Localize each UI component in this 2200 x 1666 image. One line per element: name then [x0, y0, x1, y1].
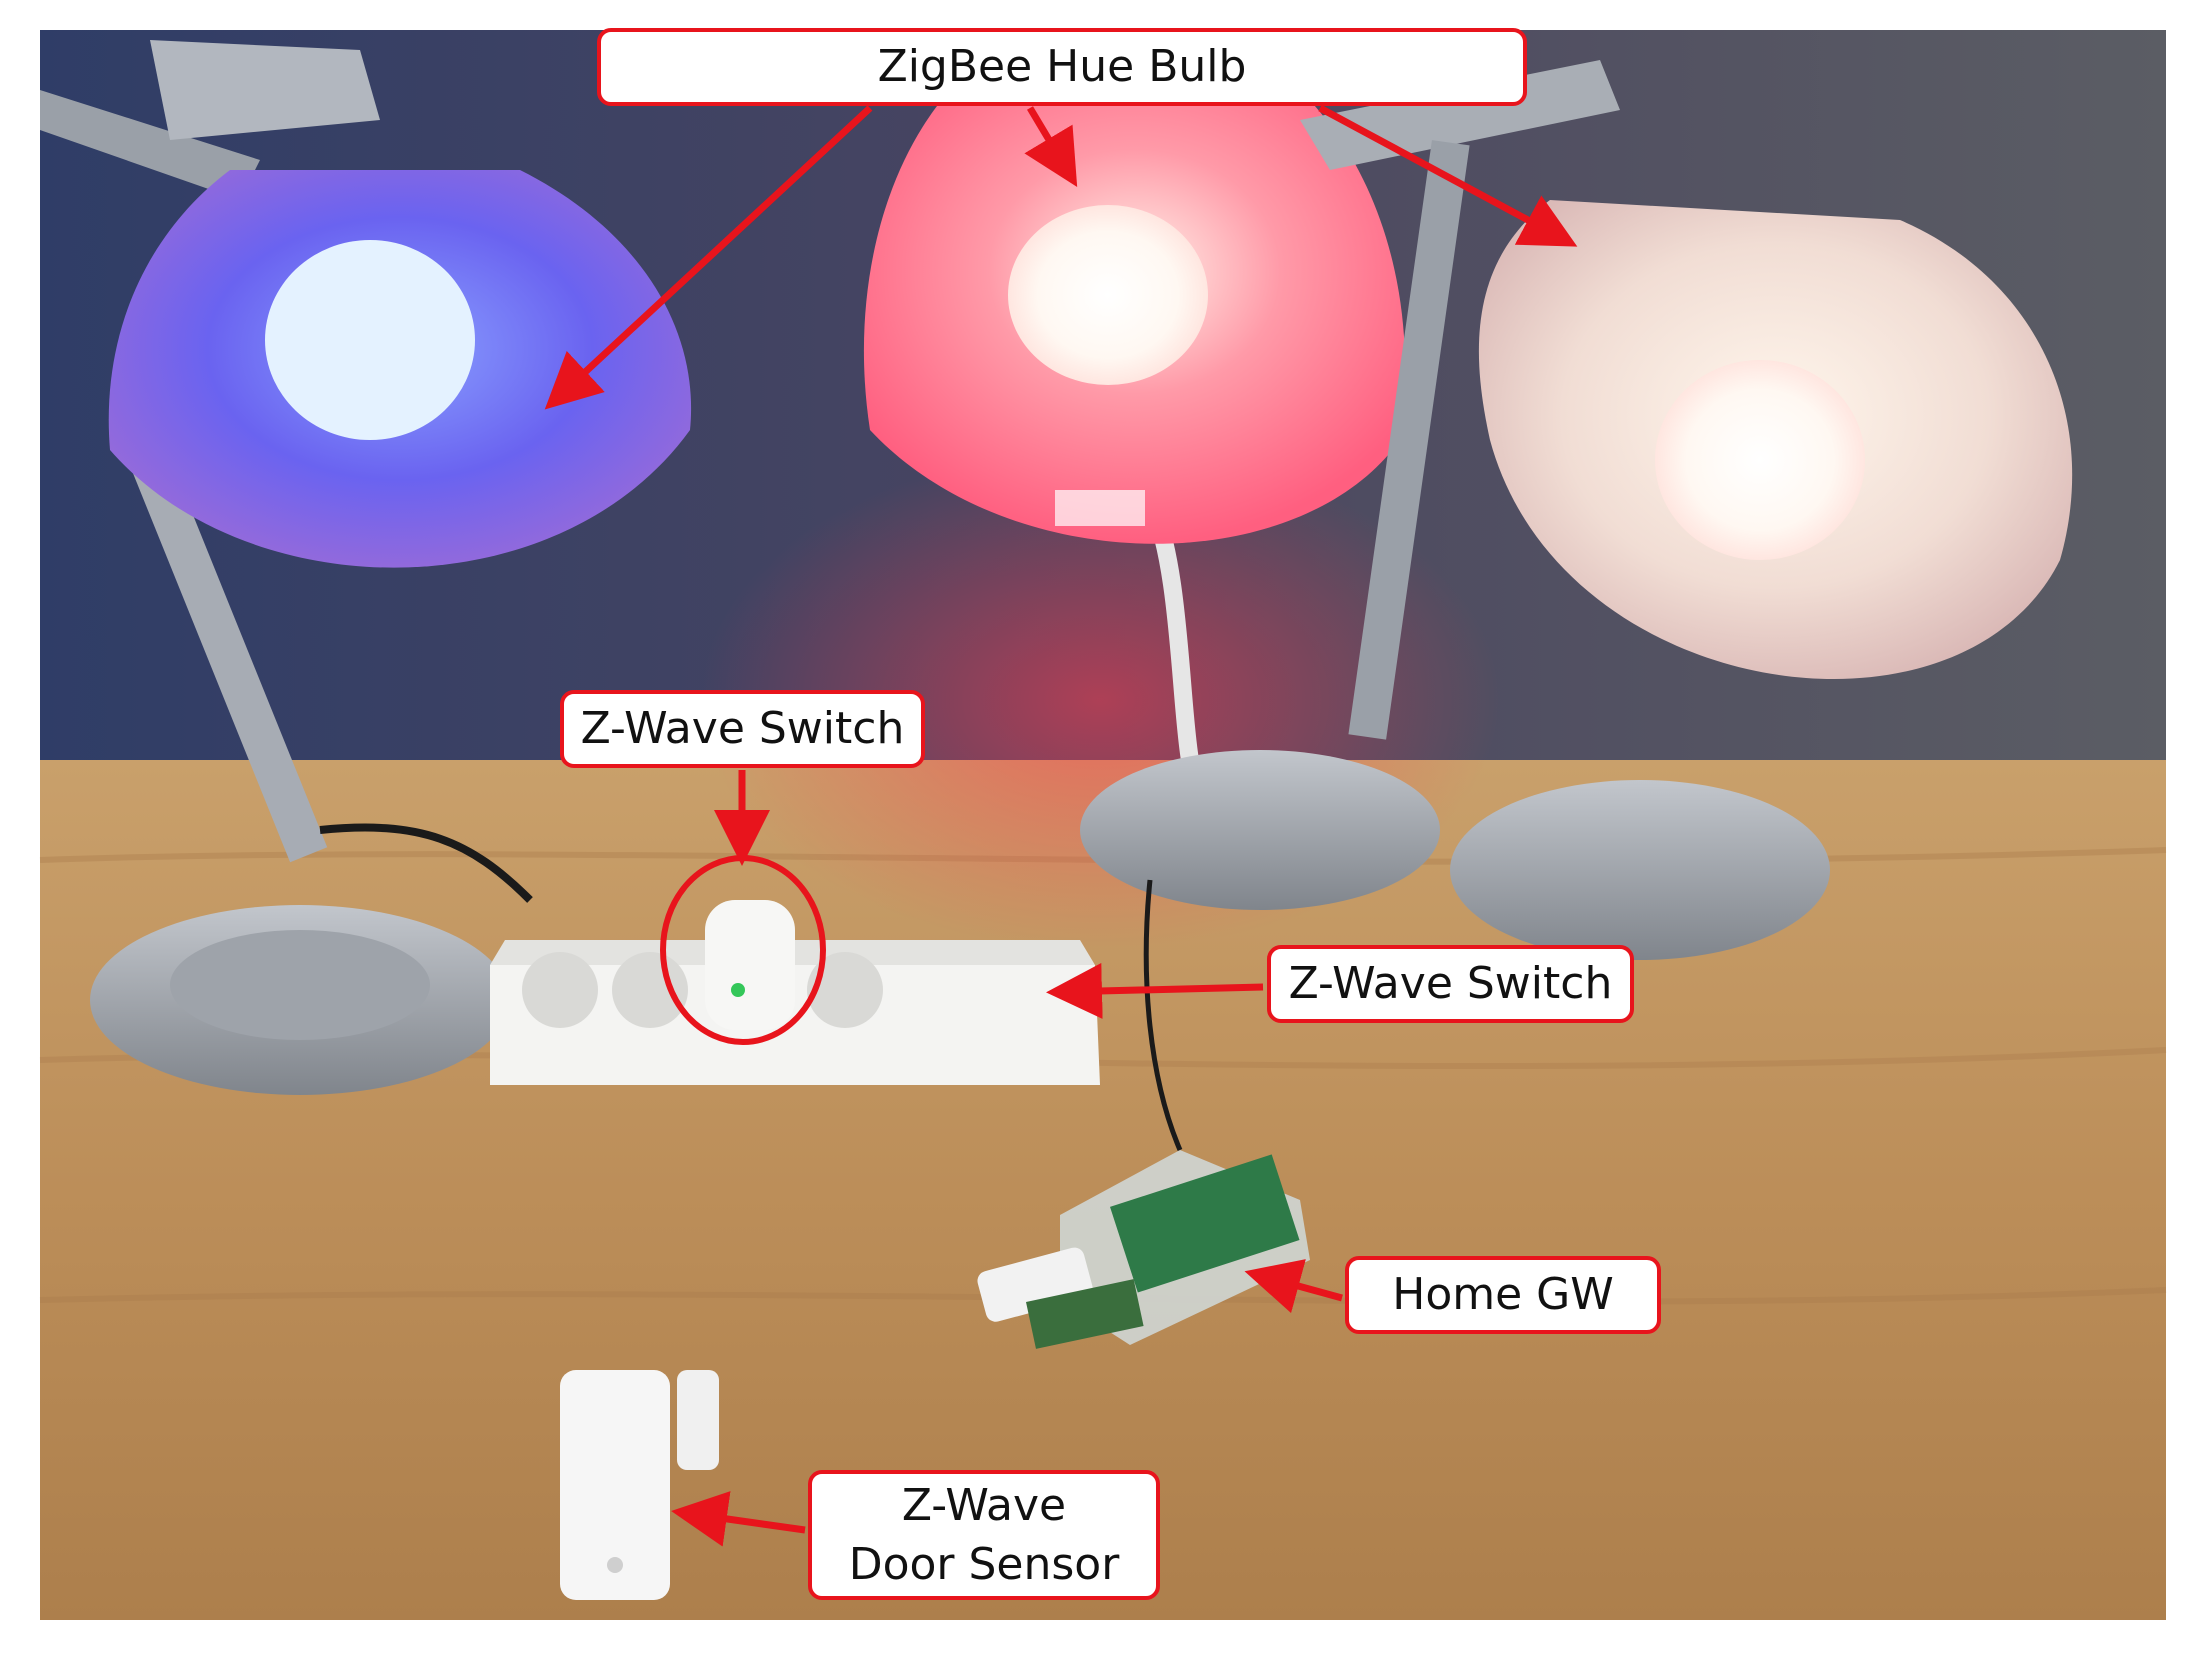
callout-switch-right-text: Z-Wave Switch — [1288, 958, 1613, 1010]
arrow-switch-right — [1046, 962, 1264, 1019]
callout-zigbee-text: ZigBee Hue Bulb — [877, 41, 1247, 93]
arrow-zigbee-middle — [1024, 106, 1078, 188]
door-sensor — [560, 1370, 719, 1600]
arrow-door-sensor — [671, 1491, 806, 1547]
callout-home-gw-text: Home GW — [1392, 1269, 1614, 1321]
arrow-home-gw — [1244, 1259, 1343, 1314]
annotation-arrows — [544, 104, 1578, 1547]
lamp-left-blue — [40, 40, 692, 1095]
lamp-middle-pink — [863, 90, 1440, 910]
callout-door-line1: Z-Wave — [901, 1479, 1067, 1531]
home-gateway — [977, 879, 1310, 1349]
arrow-zigbee-right — [1318, 104, 1578, 247]
lamp-right-warm — [1300, 60, 2073, 960]
callout-switch-top-text: Z-Wave Switch — [580, 703, 905, 755]
callout-zwave-switch-strip: Z-Wave Switch — [1267, 945, 1634, 1023]
callout-door-line2: Door Sensor — [848, 1539, 1120, 1590]
callout-home-gw: Home GW — [1345, 1256, 1661, 1334]
arrow-zigbee-left — [544, 105, 873, 410]
power-strip — [319, 823, 1100, 1085]
callout-door-sensor: Z-Wave Door Sensor — [808, 1470, 1160, 1600]
callout-zigbee-hue-bulb: ZigBee Hue Bulb — [597, 28, 1527, 106]
callout-zwave-switch-plug: Z-Wave Switch — [560, 690, 925, 768]
